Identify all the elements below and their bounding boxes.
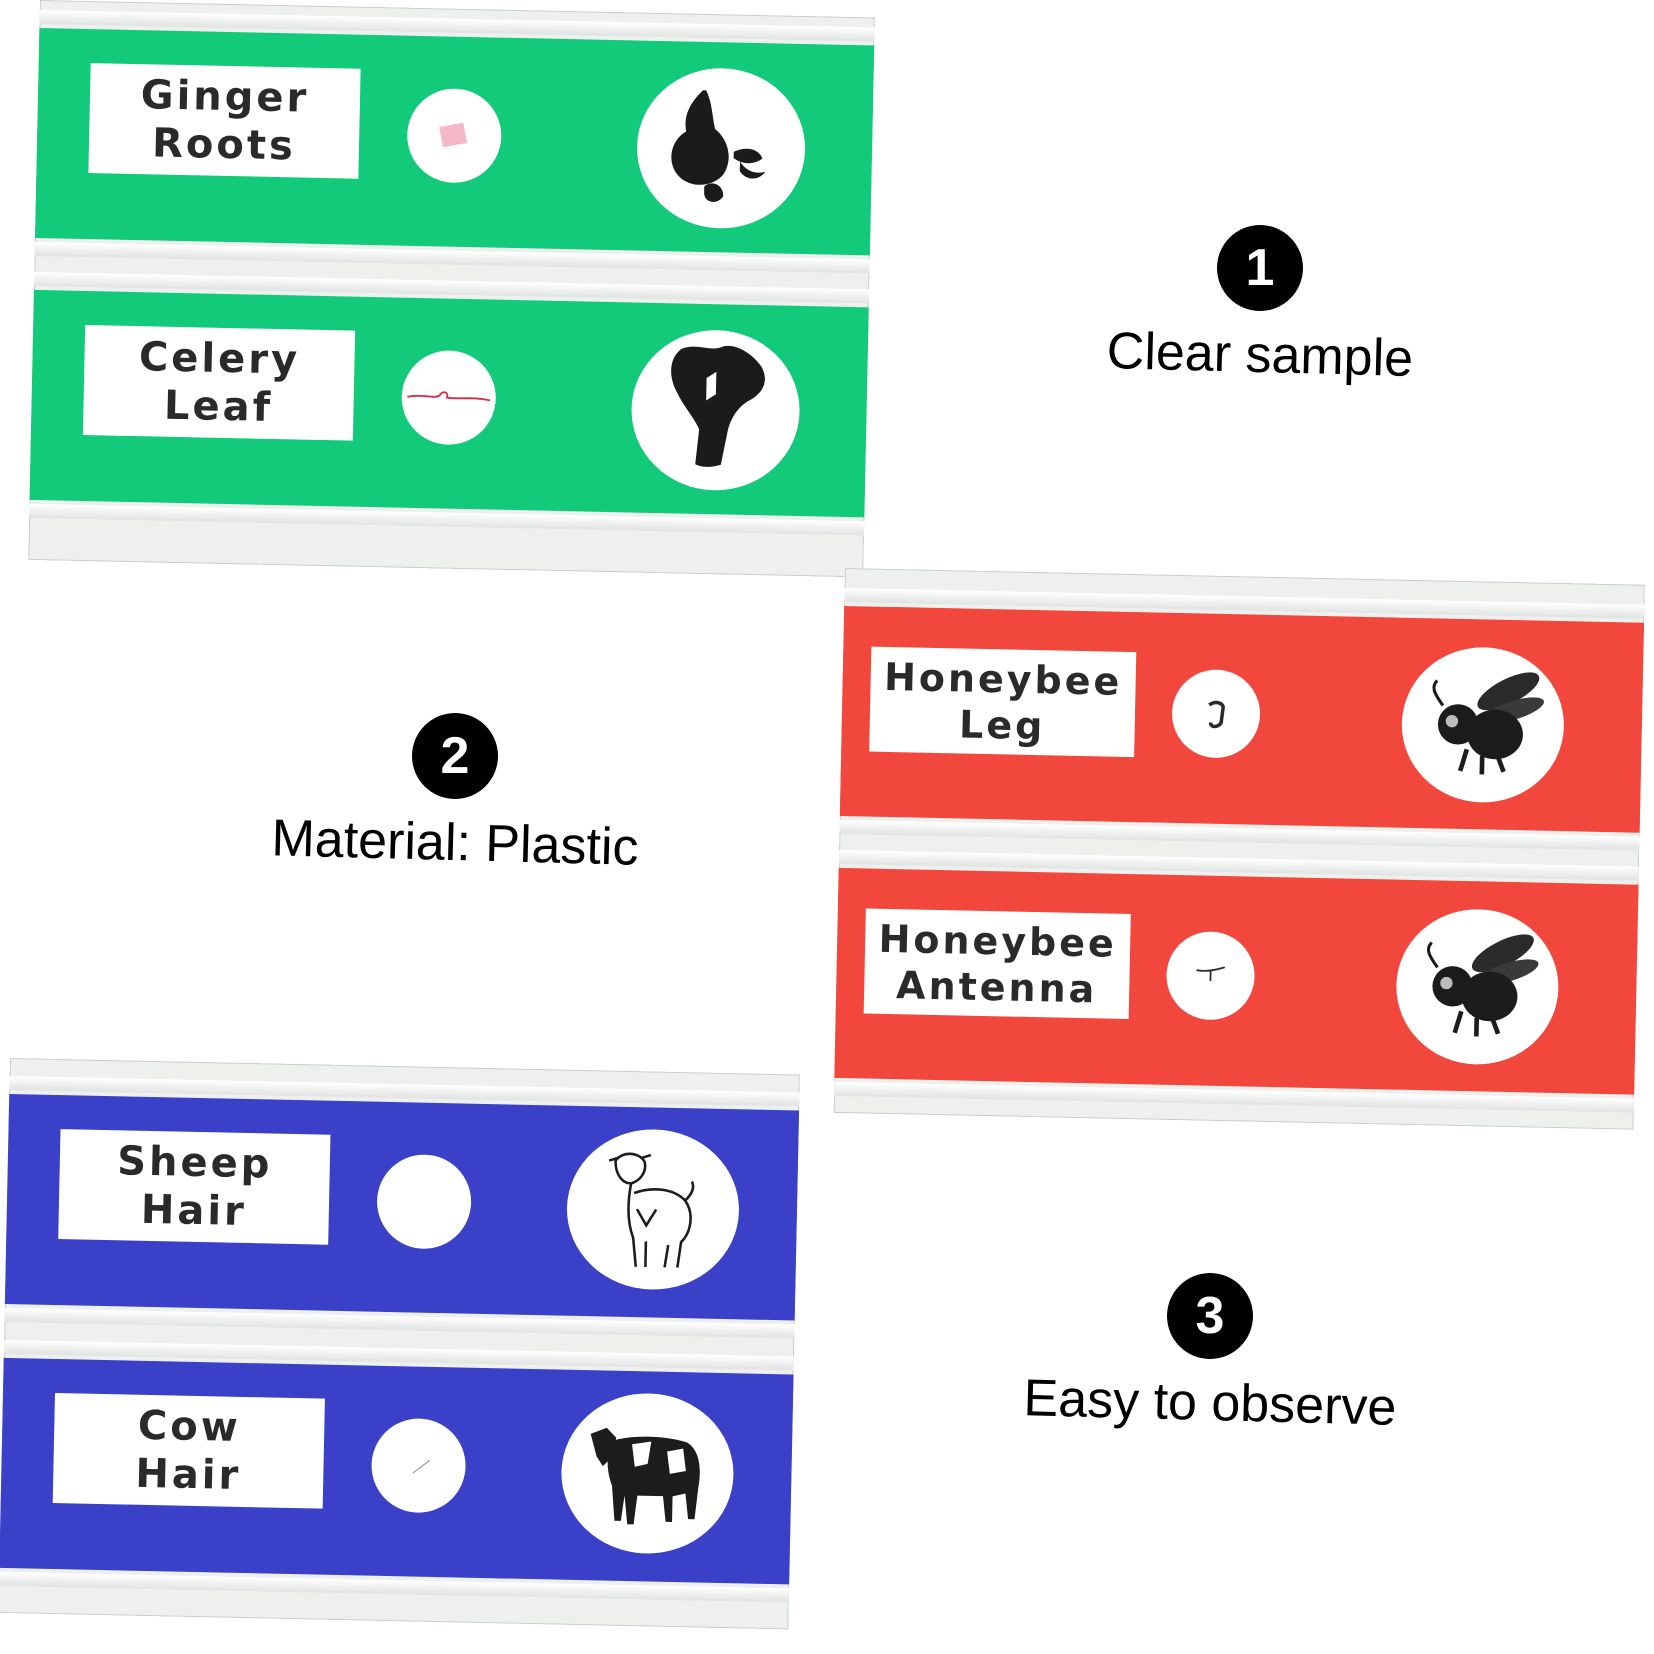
specimen-circle <box>1171 668 1261 759</box>
slide-edge <box>3 1339 794 1371</box>
slide-edge <box>29 503 865 536</box>
slide-group-green: Ginger Roots Celery Leaf <box>28 0 875 578</box>
honeybee-icon <box>1394 907 1560 1067</box>
specimen-circle <box>406 87 503 184</box>
honeybee-antenna-specimen <box>1196 966 1226 982</box>
slide-label-line: Celery <box>138 334 301 384</box>
specimen-circle <box>370 1417 467 1514</box>
slide-edge <box>833 1081 1635 1113</box>
slide-edge <box>4 1307 795 1339</box>
cow-icon <box>559 1391 736 1556</box>
feature-item: 2 Material: Plastic <box>255 713 655 877</box>
slide-label-line: Cow <box>137 1402 242 1451</box>
feature-item: 1 Clear sample <box>1080 225 1440 388</box>
feature-item: 3 Easy to observe <box>1000 1273 1420 1437</box>
feature-number-badge: 2 <box>412 713 498 799</box>
slide-celery-leaf: Celery Leaf <box>29 271 870 536</box>
specimen-circle <box>1165 930 1256 1021</box>
feature-text: Easy to observe <box>1022 1369 1398 1437</box>
specimen-circle <box>400 349 497 446</box>
slide-label: Honeybee Antenna <box>863 908 1131 1020</box>
slide-label: Cow Hair <box>52 1393 325 1509</box>
celery-icon <box>629 328 802 492</box>
slide-label-line: Honeybee <box>878 916 1118 966</box>
feature-number-badge: 1 <box>1217 225 1303 311</box>
slide-label-line: Ginger <box>140 72 310 122</box>
slide-label: Honeybee Leg <box>869 646 1137 758</box>
slide-group-blue: Sheep Hair Cow Hair <box>0 1058 800 1630</box>
sheep-icon <box>565 1127 741 1292</box>
feature-text: Clear sample <box>1106 322 1414 388</box>
slide-honeybee-leg: Honeybee Leg <box>839 587 1645 851</box>
slide-edge <box>9 1075 800 1107</box>
slide-edge <box>838 849 1639 881</box>
slide-edge <box>34 241 870 274</box>
slide-sheep-hair: Sheep Hair <box>4 1075 800 1339</box>
slide-cow-hair: Cow Hair <box>0 1339 794 1603</box>
slide-edge <box>0 1571 790 1603</box>
slide-edge <box>34 271 870 304</box>
celery-specimen <box>407 391 491 402</box>
specimen-circle <box>376 1153 473 1250</box>
honeybee-icon <box>1400 645 1566 805</box>
slide-edge <box>839 819 1640 851</box>
slide-label: Celery Leaf <box>82 325 356 441</box>
slide-edge <box>844 587 1645 619</box>
ginger-icon <box>635 66 807 231</box>
ginger-specimen <box>439 122 468 148</box>
slide-label: Sheep Hair <box>58 1129 331 1245</box>
slide-label-line: Hair <box>140 1186 248 1235</box>
slide-honeybee-antenna: Honeybee Antenna <box>833 849 1639 1113</box>
slide-group-red: Honeybee Leg Honeybee Antenna <box>833 568 1645 1130</box>
feature-number-badge: 3 <box>1167 1273 1253 1359</box>
slide-label: Ginger Roots <box>88 63 361 179</box>
honeybee-leg-specimen <box>1208 700 1226 729</box>
slide-label-line: Roots <box>151 120 297 170</box>
feature-text: Material: Plastic <box>270 809 640 877</box>
slide-label-line: Antenna <box>895 962 1098 1011</box>
slide-edge <box>39 9 875 42</box>
slide-label-line: Leaf <box>163 382 274 431</box>
slide-ginger-roots: Ginger Roots <box>34 9 875 274</box>
slide-label-line: Leg <box>958 701 1046 748</box>
cow-hair-specimen <box>412 1459 431 1474</box>
slide-label-line: Sheep <box>116 1138 273 1188</box>
slide-label-line: Honeybee <box>883 654 1123 704</box>
slide-label-line: Hair <box>134 1450 242 1499</box>
